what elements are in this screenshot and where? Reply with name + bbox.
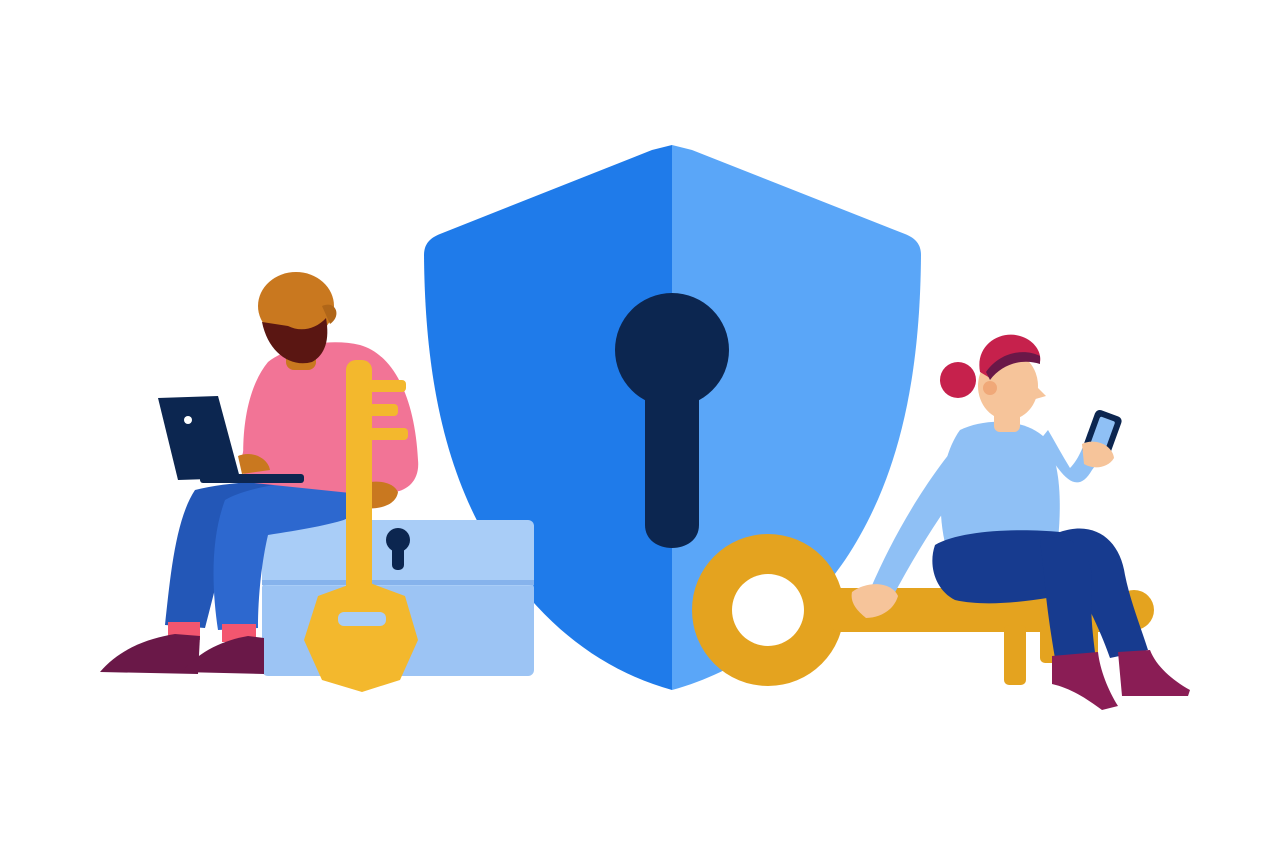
person-right-nose: [1032, 384, 1046, 400]
chest-seam: [262, 580, 534, 585]
person-left-arm: [240, 370, 290, 468]
person-left-shoe: [100, 634, 200, 674]
key-bow-hole: [338, 612, 386, 626]
key-bow-hole: [732, 574, 804, 646]
person-left-head: [258, 272, 334, 340]
chest-lock-icon: [386, 528, 410, 570]
shield-left-half: [424, 145, 672, 690]
person-right-pants-leg: [1040, 537, 1096, 664]
key-bit: [368, 404, 398, 416]
person-right-shirt: [940, 421, 1060, 560]
person-left-shoe: [182, 636, 264, 674]
person-right-arm: [870, 438, 975, 598]
person-right-boot: [1118, 650, 1190, 696]
key-icon: [304, 360, 418, 692]
person-right-ear: [983, 381, 997, 395]
key-bow: [304, 580, 418, 692]
person-left-beard: [262, 318, 328, 364]
person-right-boot: [1052, 652, 1118, 710]
person-left-hand: [238, 453, 270, 474]
person-left-ear: [322, 304, 337, 324]
person-right-hand: [1082, 441, 1114, 468]
laptop-icon: [158, 396, 304, 483]
key-bit: [368, 380, 406, 392]
person-right: [851, 334, 1190, 710]
key-bit: [368, 428, 408, 440]
person-right-hair-bun: [940, 362, 976, 398]
keyhole-icon: [615, 293, 729, 548]
person-right-hand: [851, 584, 898, 618]
key-shaft: [346, 360, 372, 600]
key-bit: [1004, 625, 1026, 685]
person-right-pants: [932, 528, 1148, 658]
person-right-headband: [986, 352, 1040, 380]
person-left-pants-front: [213, 478, 350, 630]
